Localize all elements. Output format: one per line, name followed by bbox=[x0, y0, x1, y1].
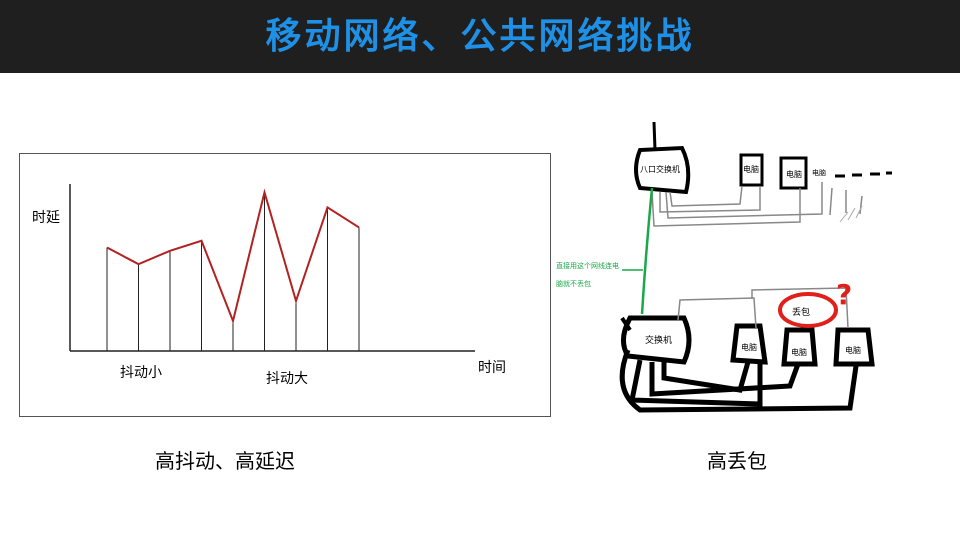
gray-cable-3 bbox=[651, 188, 801, 227]
top-pc-1-label: 电脑 bbox=[743, 164, 759, 174]
black-cable-4 bbox=[619, 349, 859, 413]
bottom-pc-2-label: 电脑 bbox=[791, 347, 807, 357]
bottom-pc-2-box bbox=[781, 327, 818, 367]
black-cable-stub bbox=[620, 316, 632, 332]
y-axis-label: 时延 bbox=[32, 210, 60, 226]
latency-chart-svg: 时延 时间 抖动小 抖动大 bbox=[32, 184, 506, 387]
bottom-pc-3-box bbox=[833, 327, 875, 367]
more-pcs-dashes bbox=[835, 171, 892, 178]
black-cable-3 bbox=[661, 361, 751, 393]
gray-cable-stubs bbox=[829, 187, 863, 216]
top-pc-1-box bbox=[739, 153, 764, 187]
left-caption: 高抖动、高延迟 bbox=[155, 449, 295, 473]
top-pc-3-label: 电脑 bbox=[812, 168, 826, 177]
black-cable-1 bbox=[628, 359, 763, 407]
bottom-pc-3-label: 电脑 bbox=[845, 345, 861, 355]
bottom-pc-1-box bbox=[730, 323, 768, 365]
latency-series-line bbox=[106, 188, 360, 325]
packet-loss-circle bbox=[778, 292, 838, 328]
title-bar: 移动网络、公共网络挑战 bbox=[0, 0, 960, 73]
page-title: 移动网络、公共网络挑战 bbox=[265, 15, 695, 57]
high-jitter-label: 抖动大 bbox=[266, 371, 308, 387]
bottom-switch-box bbox=[621, 315, 692, 365]
annotation-line-2: 脑就不丢包 bbox=[556, 279, 591, 288]
question-mark: ? bbox=[836, 278, 852, 311]
top-pc-2-box bbox=[779, 156, 808, 190]
green-cable bbox=[640, 187, 654, 315]
packet-loss-label: 丢包 bbox=[792, 306, 810, 318]
black-cable-2 bbox=[649, 362, 801, 397]
top-pc-2-label: 电脑 bbox=[786, 169, 802, 179]
bottom-pc-1-label: 电脑 bbox=[741, 342, 757, 352]
latency-chart: 时延 时间 抖动小 抖动大 bbox=[19, 153, 551, 417]
gray-cable-1 bbox=[659, 186, 761, 213]
low-jitter-label: 抖动小 bbox=[120, 365, 162, 381]
right-caption: 高丢包 bbox=[707, 449, 767, 473]
top-switch-label: 八口交换机 bbox=[640, 164, 680, 174]
gray-cable-marks bbox=[839, 205, 863, 223]
bottom-gray-cable-2 bbox=[751, 287, 849, 329]
bottom-gray-cable-1 bbox=[677, 297, 757, 329]
top-switch-box bbox=[634, 145, 691, 195]
annotation-line-1: 直接用这个网线连电 bbox=[556, 261, 619, 270]
bottom-switch-label: 交换机 bbox=[645, 334, 672, 346]
x-axis-label: 时间 bbox=[478, 360, 506, 376]
gray-cable-2 bbox=[669, 185, 743, 207]
gray-cable-4 bbox=[665, 182, 823, 219]
antenna-line bbox=[652, 121, 657, 151]
